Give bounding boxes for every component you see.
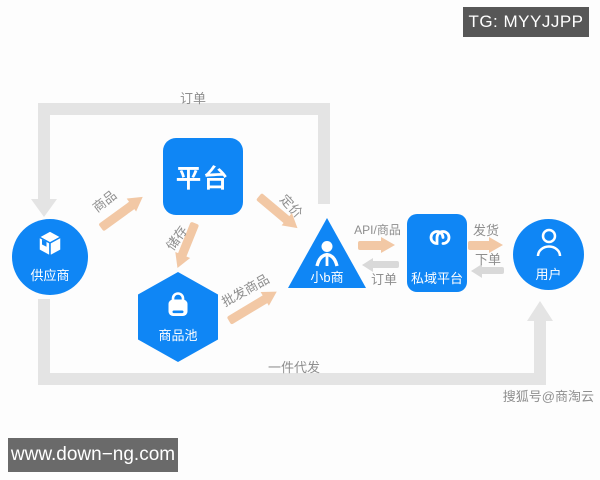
flow-label-ship: 发货 [472, 223, 499, 238]
site-watermark-badge: www.down−ng.com [8, 438, 178, 472]
node-user-label: 用户 [535, 266, 562, 282]
node-platform: 平台 [163, 138, 243, 215]
top-loop-arrowhead-icon [31, 199, 57, 217]
bottom-loop-right-vertical [534, 320, 546, 373]
node-small-b: 小b商 [288, 218, 366, 288]
node-product-pool: 商品池 [138, 272, 218, 362]
flow-label-order-top: 订单 [179, 91, 206, 106]
node-small-b-label: 小b商 [310, 270, 344, 285]
cube-icon [36, 230, 64, 263]
person-icon [312, 240, 342, 273]
api-goods-arrow-icon [358, 237, 395, 254]
node-private-domain: 私域平台 [407, 214, 467, 292]
user-outline-icon [532, 227, 566, 262]
flow-label-order-small: 订单 [370, 272, 397, 287]
tg-watermark-badge: TG: MYYJJPP [463, 7, 589, 37]
bottom-loop-arrowhead-icon [527, 301, 553, 321]
sohu-credit-text: 搜狐号@商淘云 [502, 389, 594, 404]
loop-icon [420, 223, 454, 262]
node-supplier: 供应商 [12, 219, 88, 295]
ship-arrow-icon [468, 237, 503, 254]
node-supplier-label: 供应商 [30, 268, 70, 283]
top-loop-left-vertical [38, 103, 50, 199]
node-platform-label: 平台 [175, 164, 230, 193]
top-loop-horizontal [38, 103, 330, 115]
node-user: 用户 [513, 219, 584, 290]
top-loop-right-vertical [318, 103, 330, 204]
flow-label-place-order: 下单 [474, 252, 501, 267]
flow-label-dropship: 一件代发 [267, 360, 320, 375]
flow-label-api-goods: API/商品 [354, 223, 401, 237]
bottom-loop-horizontal [38, 373, 546, 385]
bottom-loop-left-vertical [38, 299, 50, 385]
node-private-domain-label: 私域平台 [410, 271, 463, 286]
node-product-pool-label: 商品池 [158, 328, 198, 343]
bag-icon [163, 290, 193, 323]
